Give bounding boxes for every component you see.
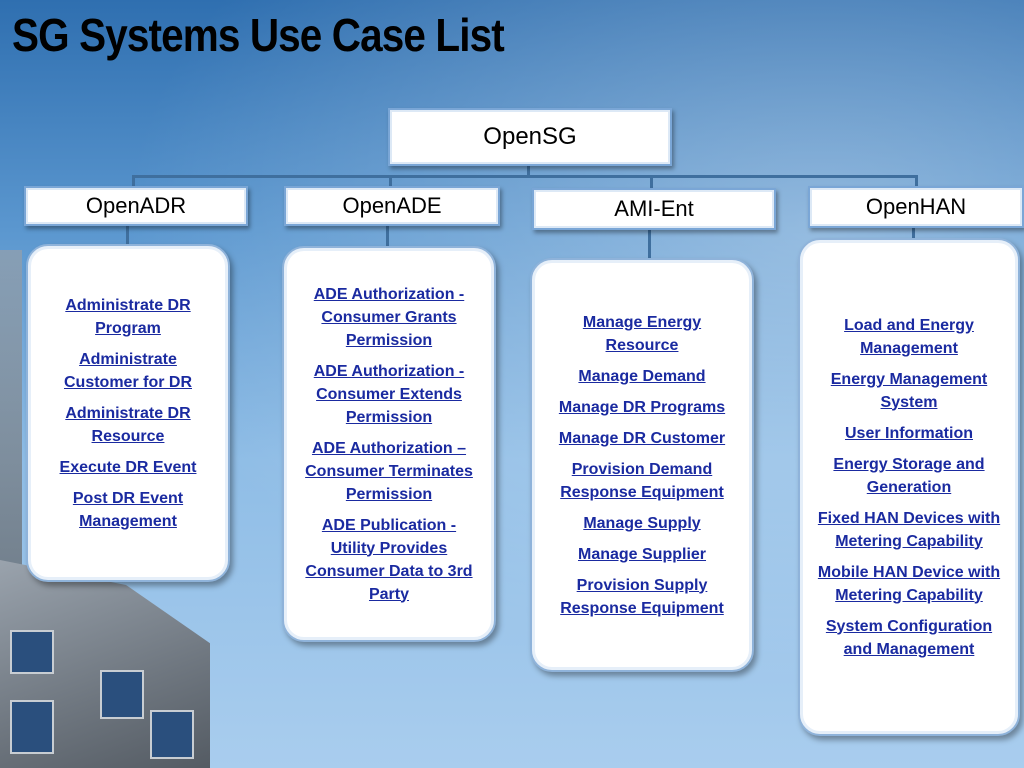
use-case-link[interactable]: Administrate DR Resource — [65, 404, 191, 445]
slide-title: SG Systems Use Case List — [12, 9, 505, 61]
building-window — [100, 670, 144, 719]
connector-bus — [132, 175, 918, 178]
use-case-link[interactable]: Energy Storage and Generation — [833, 455, 985, 496]
connector-openadr-panel — [126, 222, 129, 244]
use-case-link[interactable]: User Information — [844, 424, 973, 442]
use-case-link[interactable]: Manage Supplier — [577, 545, 707, 563]
connector-openade — [389, 175, 392, 186]
use-case-link[interactable]: Mobile HAN Device with Metering Capabili… — [817, 563, 1001, 604]
connector-openadr — [132, 175, 135, 186]
node-openhan: OpenHAN — [808, 186, 1024, 228]
use-case-link[interactable]: Administrate DR Program — [65, 296, 191, 337]
connector-openade-panel — [386, 222, 389, 246]
use-case-link[interactable]: Administrate Customer for DR — [63, 350, 192, 391]
use-case-link[interactable]: Manage DR Customer — [558, 429, 726, 447]
node-ami-ent: AMI-Ent — [532, 188, 776, 230]
panel-openade-use-cases: ADE Authorization - Consumer Grants Perm… — [282, 246, 496, 642]
connector-openhan — [915, 175, 918, 186]
node-openade: OpenADE — [284, 186, 500, 226]
panel-openhan-use-cases: Load and Energy Management Energy Manage… — [798, 238, 1020, 736]
connector-ami-ent-panel — [648, 226, 651, 258]
use-case-link[interactable]: System Configuration and Management — [825, 617, 993, 658]
use-case-link[interactable]: Execute DR Event — [59, 458, 197, 476]
building-window — [10, 700, 54, 754]
use-case-link[interactable]: ADE Authorization - Consumer Extends Per… — [313, 362, 465, 426]
use-case-link[interactable]: Manage DR Programs — [558, 398, 726, 416]
building-window — [10, 630, 54, 674]
panel-openadr-use-cases: Administrate DR Program Administrate Cus… — [26, 244, 230, 582]
connector-openhan-panel — [912, 224, 915, 238]
use-case-link[interactable]: Provision Supply Response Equipment — [560, 576, 724, 617]
use-case-link[interactable]: Manage Supply — [583, 514, 701, 532]
node-openadr: OpenADR — [24, 186, 248, 226]
use-case-link[interactable]: Manage Demand — [578, 367, 706, 385]
building-window — [150, 710, 194, 759]
use-case-link[interactable]: Post DR Event Management — [72, 489, 184, 530]
use-case-link[interactable]: Load and Energy Management — [844, 316, 974, 357]
use-case-link[interactable]: Fixed HAN Devices with Metering Capabili… — [817, 509, 1001, 550]
node-opensg: OpenSG — [388, 108, 672, 166]
connector-ami-ent — [650, 175, 653, 188]
use-case-link[interactable]: Manage Energy Resource — [582, 313, 702, 354]
use-case-link[interactable]: ADE Authorization - Consumer Grants Perm… — [313, 285, 465, 349]
use-case-link[interactable]: Energy Management System — [830, 370, 988, 411]
connector-root — [527, 162, 530, 176]
background-building-left — [0, 250, 22, 580]
use-case-link[interactable]: ADE Authorization – Consumer Terminates … — [305, 439, 473, 503]
use-case-link[interactable]: ADE Publication - Utility Provides Consu… — [305, 516, 473, 603]
panel-ami-ent-use-cases: Manage Energy Resource Manage Demand Man… — [530, 258, 754, 672]
use-case-link[interactable]: Provision Demand Response Equipment — [560, 460, 724, 501]
